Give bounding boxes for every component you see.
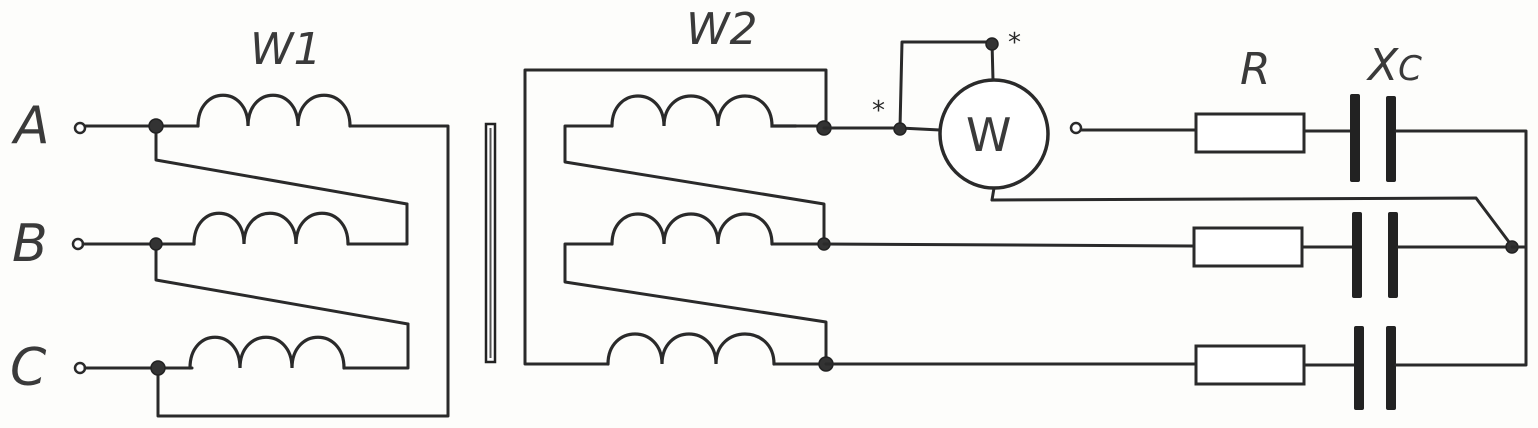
wire-w2-delta-ab bbox=[563, 124, 826, 246]
primary-winding-group bbox=[71, 93, 450, 418]
wire-wattmeter-bottom bbox=[990, 186, 996, 202]
coil-w2-c bbox=[606, 332, 776, 366]
wire-w2-delta-ca bbox=[523, 68, 828, 366]
junction-wattmeter-top bbox=[985, 37, 999, 51]
label-capacitor-sub: C bbox=[1398, 49, 1422, 89]
secondary-winding-group bbox=[523, 68, 834, 372]
label-secondary-winding: W2 bbox=[686, 4, 758, 55]
capacitor-a-plate-1 bbox=[1350, 94, 1360, 182]
resistor-b bbox=[1192, 226, 1304, 268]
junction-w1-a bbox=[148, 118, 164, 134]
label-wattmeter: W bbox=[966, 108, 1012, 162]
label-phase-b: B bbox=[12, 214, 48, 274]
coil-w2-a bbox=[610, 94, 798, 128]
coil-w2-b bbox=[610, 212, 774, 246]
coil-w1-c bbox=[188, 335, 346, 370]
resistor-c bbox=[1194, 344, 1306, 386]
resistor-a bbox=[1194, 112, 1306, 154]
label-capacitor: XC bbox=[1368, 44, 1422, 88]
load-group bbox=[822, 94, 1528, 410]
wire-w2-delta-bc bbox=[563, 242, 828, 366]
junction-w1-c bbox=[150, 360, 166, 376]
label-resistor: R bbox=[1240, 44, 1271, 95]
capacitor-b-plate-1 bbox=[1352, 212, 1362, 298]
wire-w1-a-to-c bbox=[156, 124, 450, 418]
terminal-a bbox=[73, 121, 87, 135]
wire-wattmeter-return bbox=[990, 196, 1514, 248]
junction-w1-b bbox=[149, 237, 163, 251]
coil-w1-b bbox=[192, 211, 350, 246]
wire-delta-bc bbox=[154, 242, 410, 326]
wire-w1-b-end bbox=[346, 202, 409, 246]
wire-voltage-coil-top bbox=[898, 40, 994, 130]
capacitor-b-plate-2 bbox=[1388, 212, 1398, 298]
label-phase-a: A bbox=[14, 96, 50, 156]
transformer-core bbox=[484, 122, 497, 364]
coil-w1-a bbox=[196, 93, 352, 128]
wattmeter-group bbox=[822, 37, 1083, 202]
polarity-mark-current: * bbox=[872, 96, 885, 126]
terminal-wattmeter-out bbox=[1069, 121, 1083, 135]
polarity-mark-voltage: * bbox=[1008, 28, 1021, 58]
label-primary-winding: W1 bbox=[250, 24, 322, 75]
label-capacitor-main: X bbox=[1368, 40, 1399, 91]
capacitor-a-plate-2 bbox=[1386, 96, 1396, 182]
capacitor-c-plate-1 bbox=[1354, 326, 1364, 410]
wire-delta-ab bbox=[154, 124, 409, 206]
wire-load-a-out bbox=[1394, 129, 1528, 366]
junction-wattmeter-in bbox=[893, 122, 907, 136]
wire-w1-c-end bbox=[342, 322, 410, 370]
capacitor-c-plate-2 bbox=[1386, 326, 1396, 410]
wire-load-b-in bbox=[822, 242, 1196, 248]
label-phase-c: C bbox=[10, 338, 47, 398]
